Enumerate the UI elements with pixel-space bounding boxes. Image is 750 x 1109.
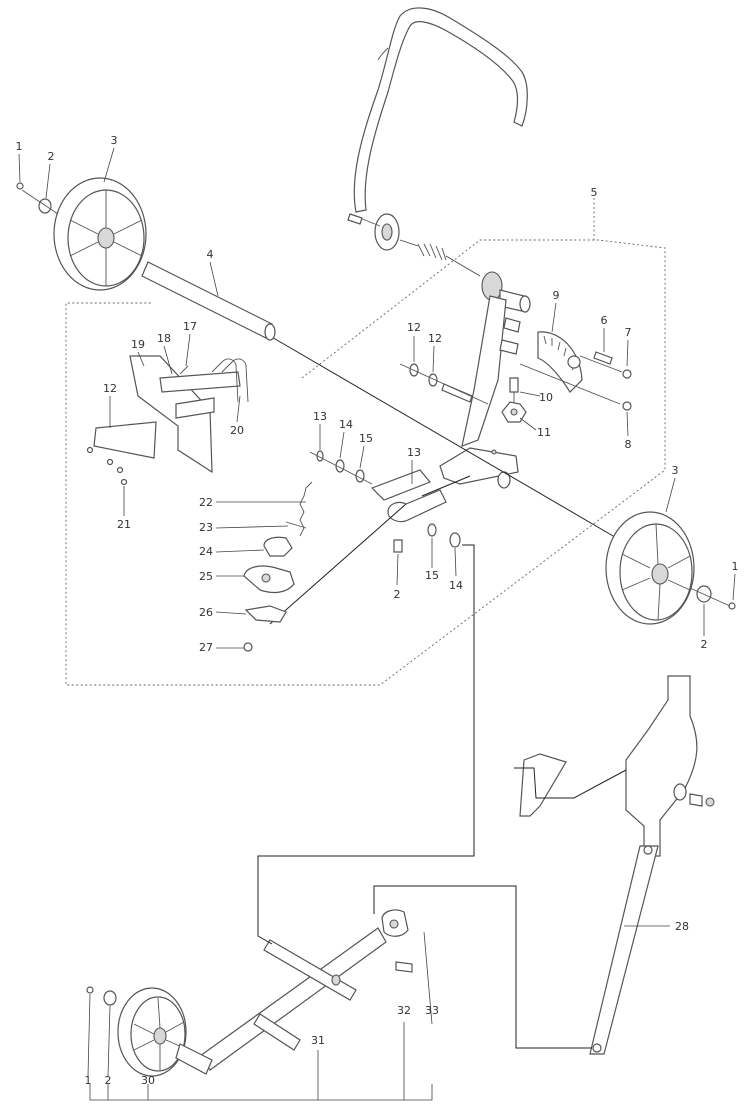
callout-3-top-left: 3 [111, 134, 118, 147]
screw-17 [179, 365, 189, 375]
latch-25 [243, 565, 295, 594]
connector-to-pedal [514, 767, 627, 799]
callout-3-right: 3 [672, 464, 679, 477]
washer-2-bottom [103, 990, 117, 1006]
callout-1-bottom: 1 [85, 1074, 92, 1087]
bottom-group-bracket [89, 1084, 433, 1101]
spring [399, 239, 481, 277]
callout-12-left: 12 [103, 382, 117, 395]
callout-27: 27 [199, 641, 213, 654]
callout-14-a: 14 [339, 418, 353, 431]
main-stem [461, 271, 531, 447]
callout-26: 26 [199, 606, 213, 619]
frame-base-plate [439, 447, 519, 489]
pedal-28 [519, 753, 567, 817]
stand-plate-19 [129, 355, 213, 474]
washer-12-right [399, 363, 489, 405]
connector-to-bottom-assembly [257, 544, 475, 945]
callout-32: 32 [397, 1004, 411, 1017]
frame-16 [159, 371, 241, 419]
center-shaft [269, 469, 471, 625]
callout-labels: 1 2 3 4 5 9 6 7 8 10 11 12 12 13 14 15 1… [16, 134, 739, 1087]
callout-14-b: 14 [449, 579, 463, 592]
assembly-5-boundary [65, 239, 666, 686]
height-adjust-plate [537, 331, 583, 393]
callout-2-right: 2 [701, 638, 708, 651]
lever-24 [263, 536, 293, 557]
callout-24: 24 [199, 545, 213, 558]
lever-arm-28 [589, 845, 659, 1055]
pin-32 [395, 961, 413, 973]
wheel-30-bottom [117, 987, 187, 1077]
callout-4: 4 [207, 248, 214, 261]
callout-12-right-a: 12 [407, 321, 421, 334]
bolt-10 [509, 377, 519, 404]
lever-mount-plate [625, 675, 715, 857]
bracket-26 [244, 605, 287, 623]
callout-18: 18 [157, 332, 171, 345]
screw-1-top-left [16, 182, 24, 190]
callout-22: 22 [199, 496, 213, 509]
callout-2-bottom: 2 [105, 1074, 112, 1087]
callout-7-right: 7 [625, 326, 632, 339]
callout-31: 31 [311, 1034, 325, 1047]
callout-13-b: 13 [407, 446, 421, 459]
connector-to-lever [373, 885, 592, 1049]
bolt-2-center [393, 539, 403, 553]
callout-15-a: 15 [359, 432, 373, 445]
callout-12-right-b: 12 [428, 332, 442, 345]
callout-23: 23 [199, 521, 213, 534]
axle-4 [141, 261, 276, 341]
callout-8: 8 [625, 438, 632, 451]
washer-2-top-left [21, 189, 59, 215]
pin-6 [593, 351, 613, 365]
callout-2-top-left: 2 [48, 150, 55, 163]
spring-22 [299, 481, 313, 537]
knob-11 [501, 401, 527, 423]
handle-bar [353, 7, 528, 213]
callout-17: 17 [183, 320, 197, 333]
screw-1-right [689, 587, 736, 610]
callout-19: 19 [131, 338, 145, 351]
u-bolt-20 [211, 358, 249, 403]
axle-shaft-long [269, 335, 621, 541]
screw-1-bottom [86, 986, 94, 994]
wheel-3-right [605, 511, 695, 625]
wheel-3-top-left [53, 177, 147, 291]
pin-23 [285, 521, 307, 529]
callout-11: 11 [537, 426, 551, 439]
stand-bar-12 [93, 421, 157, 459]
leader-lines [18, 147, 736, 1077]
callout-10: 10 [539, 391, 553, 404]
callout-25: 25 [199, 570, 213, 583]
callout-13-a: 13 [313, 410, 327, 423]
callout-33: 33 [425, 1004, 439, 1017]
nut-27 [243, 642, 253, 652]
lock-33 [381, 909, 409, 937]
callout-2-center: 2 [394, 588, 401, 601]
callout-21: 21 [117, 518, 131, 531]
handle-bracket [347, 213, 400, 251]
callout-5: 5 [591, 186, 598, 199]
axle-31 [175, 927, 387, 1075]
washers-13-14-15 [309, 450, 461, 548]
callout-1-right: 1 [732, 560, 739, 573]
callout-9: 9 [553, 289, 560, 302]
callout-1-top-left: 1 [16, 140, 23, 153]
screw-8 [519, 363, 632, 411]
screw-7 [579, 355, 632, 379]
screws-21 [86, 446, 128, 486]
callout-6: 6 [601, 314, 608, 327]
callout-28: 28 [675, 920, 689, 933]
callout-20: 20 [230, 424, 244, 437]
callout-15-b: 15 [425, 569, 439, 582]
callout-30: 30 [141, 1074, 155, 1087]
